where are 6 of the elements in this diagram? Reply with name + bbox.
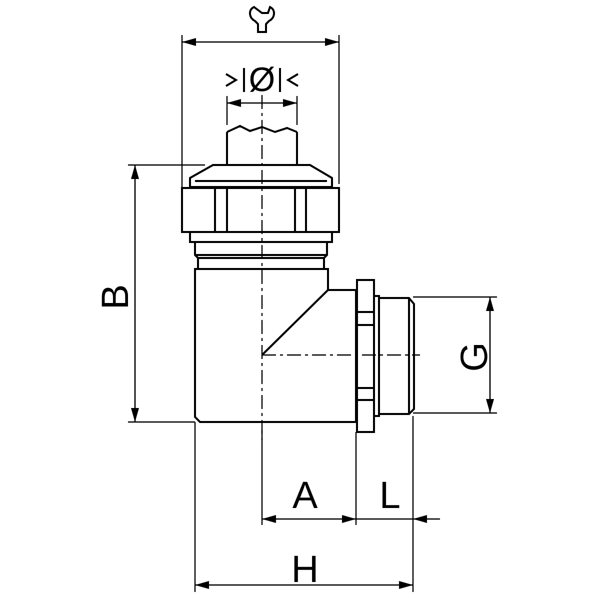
diameter-symbol: Ø bbox=[248, 63, 276, 97]
dimension-label: H bbox=[291, 551, 319, 589]
dimension-label: B bbox=[97, 284, 135, 310]
dimension-label: G bbox=[456, 342, 494, 372]
dimension-label: L bbox=[379, 477, 401, 515]
dimension-label: A bbox=[292, 477, 318, 515]
